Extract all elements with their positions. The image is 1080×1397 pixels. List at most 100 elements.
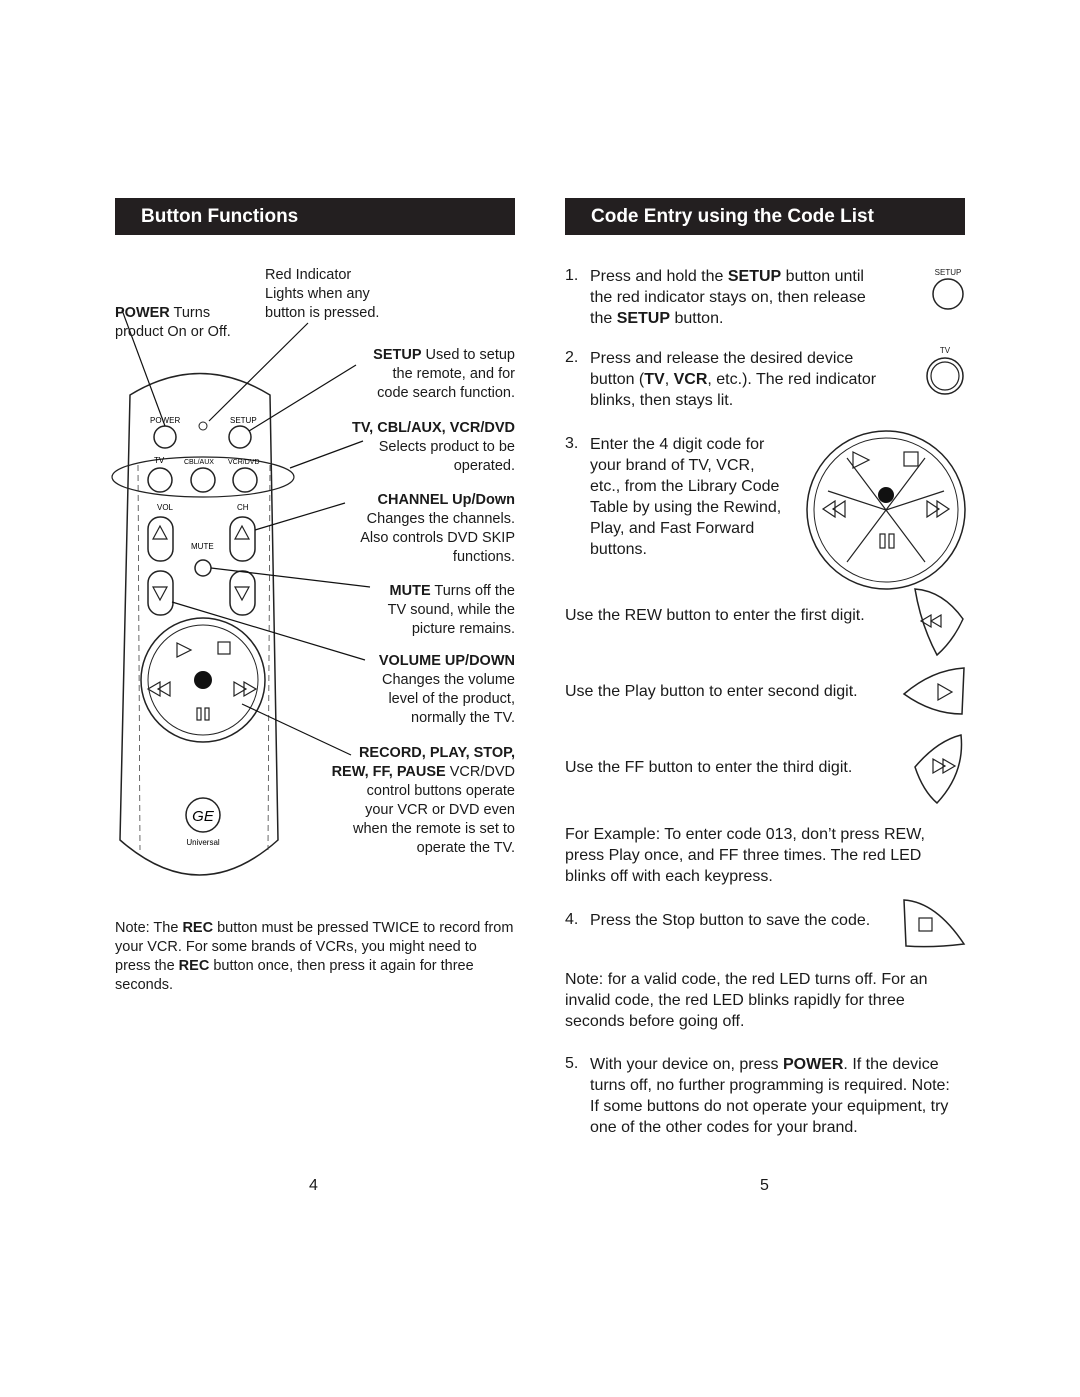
step2-line1: Press and release the desired device [590, 350, 854, 367]
step5-text: With your device on, press POWER. If the… [590, 1054, 960, 1138]
volume-line2: Changes the volume [382, 672, 515, 688]
transport-ring-icon [806, 430, 966, 590]
ge-logo-text: GE [192, 808, 215, 825]
step2-line3: blinks, then stays lit. [590, 392, 734, 409]
channel-line4: functions. [452, 549, 515, 565]
rewind-icon [914, 588, 964, 657]
tv-line3: operated. [453, 458, 515, 474]
setup-line3: code search function. [377, 385, 515, 401]
note-part: Note: The [115, 920, 183, 936]
remote-power-label: POWER [150, 416, 180, 425]
record-line5: when the remote is set to [353, 821, 515, 837]
callout-line: Red Indicator [265, 267, 352, 283]
remote-brand-label: Universal [186, 838, 220, 847]
play-instruction: Use the Play button to enter second digi… [565, 683, 858, 700]
setup-button-icon: SETUP [930, 268, 966, 316]
tv-icon-label: TV [939, 346, 951, 355]
red-indicator-callout: Red Indicator Lights when any button is … [265, 266, 379, 323]
setup-text: Used to setup [421, 347, 515, 363]
step5-number: 5. [565, 1055, 579, 1072]
tv-line2: Selects product to be [378, 439, 515, 455]
step5-bold: POWER [782, 1056, 844, 1073]
power-text: Turns [169, 305, 211, 321]
note-rec: REC [182, 920, 214, 936]
step1-part: button. [670, 310, 724, 327]
step4-text: Press the Stop button to save the code. [590, 912, 871, 929]
setup-bold: SETUP [373, 347, 422, 363]
step3-number: 3. [565, 435, 579, 452]
mute-text: Turns off the [430, 583, 515, 599]
step3-line: Play, and Fast Forward [590, 520, 755, 537]
remote-setup-label: SETUP [230, 416, 257, 425]
note-part: button must be pressed TWICE to record f… [115, 920, 514, 974]
step2-number: 2. [565, 349, 579, 366]
callout-line: Lights when any [265, 286, 370, 302]
mute-callout: MUTE Turns off the TV sound, while the p… [315, 582, 515, 639]
step1-part: Press and hold the [590, 268, 728, 285]
tv-button-icon: TV [924, 346, 966, 402]
remote-cbl-label: CBL/AUX [184, 459, 214, 466]
button-functions-header: Button Functions [115, 198, 515, 235]
step2-part: , [664, 371, 674, 388]
remote-red-indicator [198, 421, 208, 431]
note-part: button once, then press it again for thr… [115, 958, 474, 993]
tv-bold: TV, CBL/AUX, VCR/DVD [351, 420, 515, 436]
power-line2: product On or Off. [115, 324, 231, 340]
record-text2: VCR/DVD [445, 764, 515, 780]
ge-logo [185, 797, 221, 833]
step2-part: , etc.). The red indicator [707, 371, 877, 388]
stop-icon [903, 899, 966, 948]
step5-part: With your device on, press [590, 1056, 783, 1073]
volume-bold: VOLUME UP/DOWN [378, 653, 515, 669]
setup-callout: SETUP Used to setup the remote, and for … [315, 346, 515, 403]
fast-forward-icon [914, 734, 963, 805]
step3-line: Table by using the Rewind, [590, 499, 782, 516]
mute-line3: picture remains. [411, 621, 515, 637]
rec-note: Note: The REC button must be pressed TWI… [115, 919, 515, 995]
step3-line: etc., from the Library Code [590, 478, 780, 495]
validity-note: Note: for a valid code, the red LED turn… [565, 971, 928, 1030]
step2-part: button ( [590, 371, 645, 388]
power-bold: POWER [115, 305, 170, 321]
remote-ch-label: CH [237, 503, 249, 512]
record-line4: your VCR or DVD even [365, 802, 515, 818]
volume-line3: level of the product, [388, 691, 515, 707]
ff-instruction: Use the FF button to enter the third dig… [565, 759, 853, 776]
step4-number: 4. [565, 911, 579, 928]
record-line3: control buttons operate [366, 783, 515, 799]
channel-line2: Changes the channels. [366, 511, 515, 527]
step3-line: buttons. [590, 541, 647, 558]
remote-power-button [153, 425, 177, 449]
channel-bold: CHANNEL [377, 492, 449, 508]
mute-bold: MUTE [389, 583, 431, 599]
remote-vcr-label: VCR/DVD [228, 459, 260, 466]
remote-mute-label: MUTE [191, 542, 214, 551]
callout-line: button is pressed. [265, 305, 380, 321]
remote-setup-button [228, 425, 252, 449]
step5-part: . If the [843, 1056, 888, 1073]
channel-line3: Also controls DVD SKIP [360, 530, 515, 546]
step1-line2: the red indicator stays on, then release [590, 289, 866, 306]
step1-part: the [590, 310, 617, 327]
header-title: Code Entry using the Code List [591, 206, 874, 227]
record-bold2: REW, FF, PAUSE [331, 764, 446, 780]
channel-bold2: Up/Down [448, 492, 515, 508]
step3-line: Enter the 4 digit code for [590, 436, 765, 453]
step1-text: Press and hold the SETUP button until th… [590, 266, 910, 329]
step1-bold: SETUP [727, 268, 782, 285]
step2-text: Press and release the desired device but… [590, 348, 910, 411]
volume-callout: VOLUME UP/DOWN Changes the volume level … [315, 652, 515, 728]
page-number-right: 5 [760, 1177, 769, 1194]
remote-vol-label: VOL [157, 503, 174, 512]
step3-line: your brand of TV, VCR, [590, 457, 755, 474]
note-rec: REC [178, 958, 210, 974]
play-icon [902, 667, 965, 715]
example-paragraph: For Example: To enter code 013, don’t pr… [565, 826, 925, 885]
step5-rest: device turns off, no further programming… [590, 1056, 950, 1136]
setup-line2: the remote, and for [392, 366, 515, 382]
channel-callout: CHANNEL Up/Down Changes the channels. Al… [315, 491, 515, 567]
rew-instruction: Use the REW button to enter the first di… [565, 607, 865, 624]
step2-bold: VCR [673, 371, 708, 388]
header-title: Button Functions [141, 206, 299, 227]
step1-part: button until [781, 268, 864, 285]
